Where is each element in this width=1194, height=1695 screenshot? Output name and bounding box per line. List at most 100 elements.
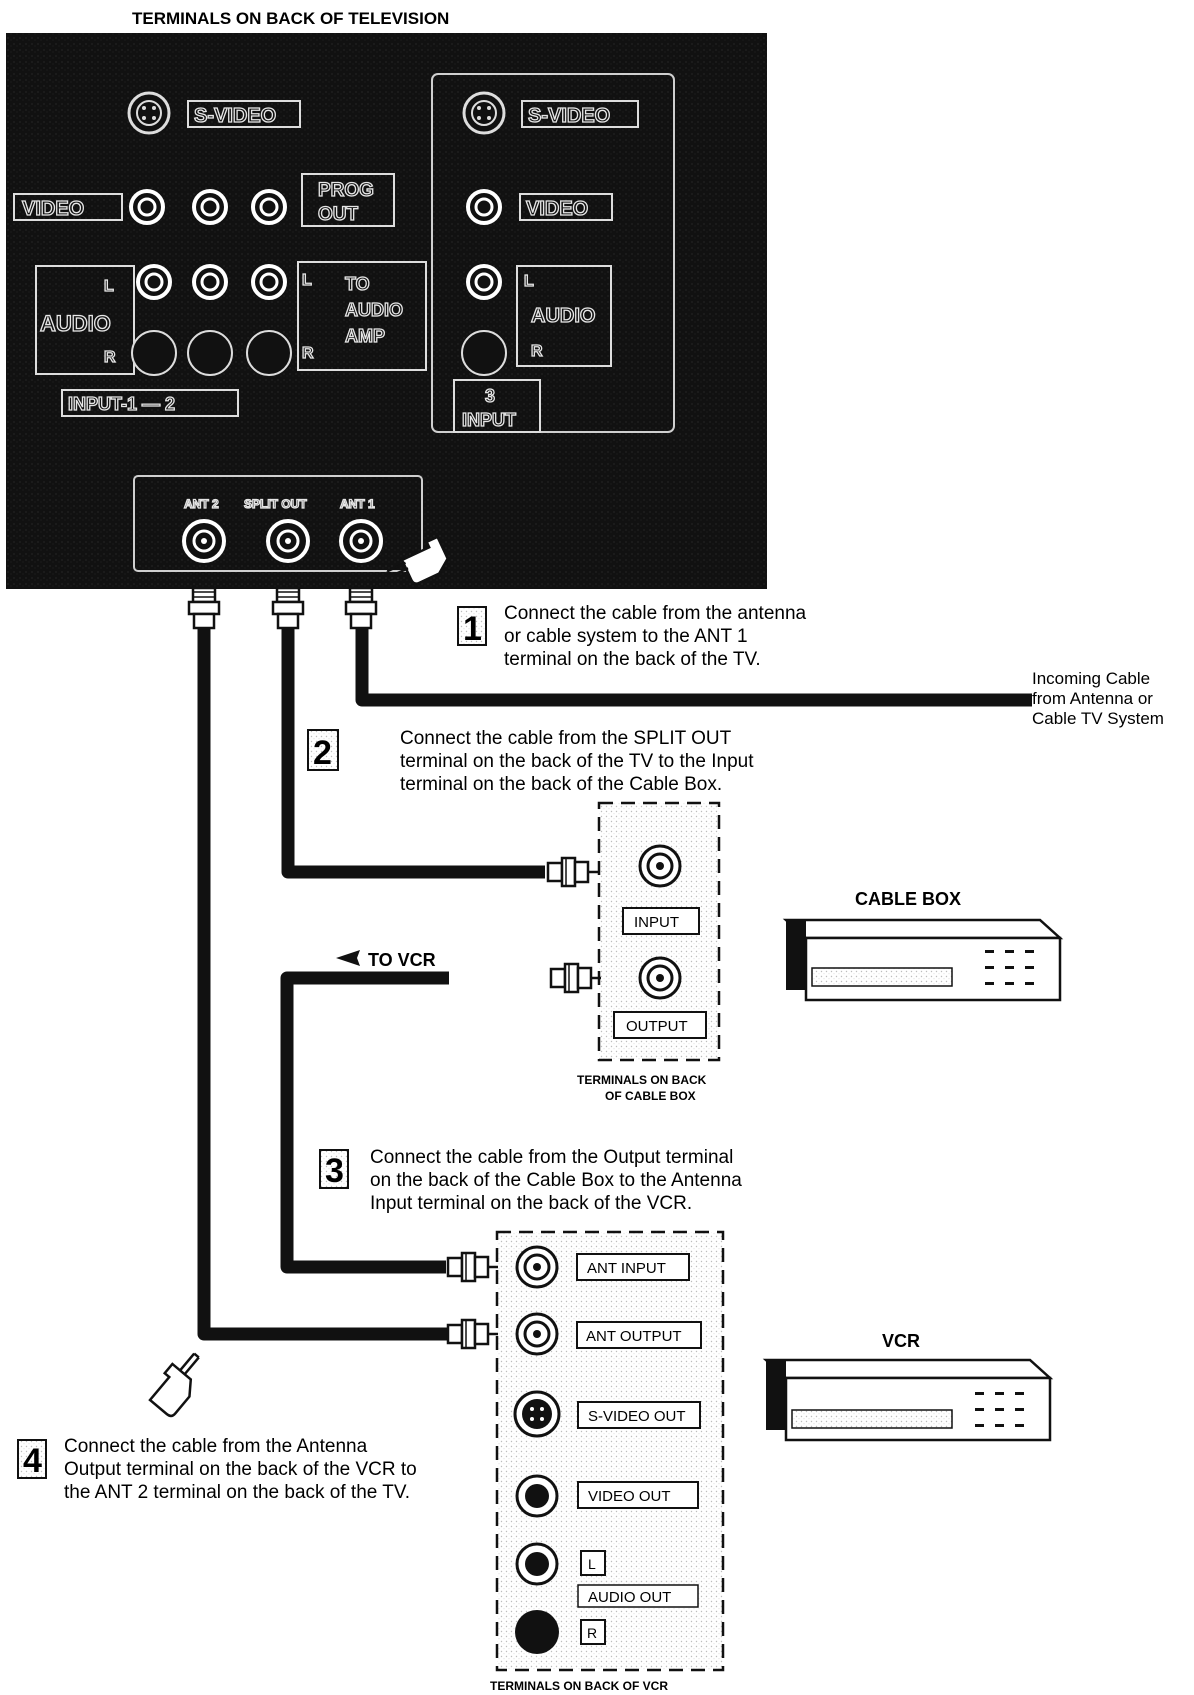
step-1-number: 1: [463, 610, 482, 648]
vcr-terminal-panel: ANT INPUT ANT OUTPUT S-VIDEO OUT VIDEO O…: [495, 1230, 725, 1672]
split-out-label: SPLIT OUT: [244, 497, 307, 511]
incoming-line-3: Cable TV System: [1032, 709, 1164, 728]
vcr-audio-r-jack[interactable]: [515, 1610, 559, 1654]
cable-box-output-terminal[interactable]: [638, 956, 682, 1000]
svideo-right-jack[interactable]: [462, 91, 506, 135]
video-in3-jack[interactable]: [466, 189, 502, 225]
step-2-line-3: terminal on the back of the Cable Box.: [400, 774, 722, 795]
video-in1-jack[interactable]: [129, 189, 165, 225]
diagram-title: TERMINALS ON BACK OF TELEVISION: [132, 9, 449, 28]
split-out-connector: [271, 586, 305, 630]
step-2-line-2: terminal on the back of the TV to the In…: [400, 751, 754, 772]
prog-out-video-jack[interactable]: [251, 189, 287, 225]
vcr-caption: TERMINALS ON BACK OF VCR: [490, 1679, 668, 1693]
cable-box-output-connector: [549, 962, 603, 994]
step-4-line-3: the ANT 2 terminal on the back of the TV…: [64, 1482, 410, 1503]
split-out-terminal[interactable]: [266, 519, 310, 563]
to-vcr-label: TO VCR: [336, 950, 436, 970]
prog-out-label-1: PROG: [318, 180, 374, 201]
step-3-number: 3: [325, 1152, 344, 1190]
cable-box-caption-2: OF CABLE BOX: [605, 1089, 696, 1103]
vcr-audio-l-label: L: [588, 1556, 596, 1572]
vcr-ant-output-label: ANT OUTPUT: [586, 1328, 682, 1345]
audio-r-in1-jack[interactable]: [131, 330, 177, 376]
ant1-terminal[interactable]: [339, 519, 383, 563]
vcr-video-out-jack[interactable]: [515, 1474, 559, 1518]
incoming-cable: [355, 626, 1032, 707]
cable-box-input-label: INPUT: [634, 914, 679, 931]
vcr-ant-output-terminal[interactable]: [515, 1312, 559, 1356]
step-4-line-2: Output terminal on the back of the VCR t…: [64, 1459, 417, 1480]
step-3-line-2: on the back of the Cable Box to the Ante…: [370, 1170, 742, 1191]
audio-r-in3-jack[interactable]: [461, 330, 507, 376]
vcr-device: VCR: [762, 1331, 1054, 1442]
vcr-audio-out-label: AUDIO OUT: [588, 1589, 671, 1606]
svideo-right-label: S-VIDEO: [528, 105, 610, 127]
vcr-svideo-out-label: S-VIDEO OUT: [588, 1408, 686, 1425]
vcr-svideo-out-jack[interactable]: [513, 1390, 561, 1438]
step-3-line-3: Input terminal on the back of the VCR.: [370, 1193, 692, 1214]
to-vcr-text: TO VCR: [368, 950, 436, 970]
audio-amp-r: R: [302, 345, 314, 362]
cable-box-output-label: OUTPUT: [626, 1018, 688, 1035]
to-audio-amp-2: AUDIO: [345, 300, 403, 320]
audio-r-in2-jack[interactable]: [187, 330, 233, 376]
step-3-line-1: Connect the cable from the Output termin…: [370, 1147, 733, 1168]
cable-box-title: CABLE BOX: [855, 889, 961, 909]
input-3-label: INPUT: [462, 410, 516, 430]
svideo-left-label: S-VIDEO: [194, 105, 276, 127]
step-2: 2 Connect the cable from the SPLIT OUT t…: [307, 728, 754, 795]
split-out-cable: [281, 626, 545, 879]
vcr-title: VCR: [882, 1331, 920, 1351]
audio-amp-l: L: [302, 272, 312, 289]
cable-box-input-terminal[interactable]: [638, 844, 682, 888]
input-3-num: 3: [485, 386, 495, 406]
step-1-line-3: terminal on the back of the TV.: [504, 649, 761, 670]
tv-back-panel: S-VIDEO S-VIDEO VIDEO PROG OUT VIDEO AUD…: [6, 33, 767, 589]
audio-left-r: R: [104, 349, 116, 366]
vcr-ant-input-label: ANT INPUT: [587, 1260, 666, 1277]
audio-right-label: AUDIO: [531, 305, 595, 327]
vcr-audio-r-label: R: [587, 1625, 597, 1641]
vcr-to-ant2-cable: [197, 626, 447, 1341]
svideo-left-jack[interactable]: [127, 91, 171, 135]
vcr-ant-input-terminal[interactable]: [515, 1245, 559, 1289]
vcr-video-out-label: VIDEO OUT: [588, 1488, 671, 1505]
incoming-line-2: from Antenna or: [1032, 689, 1153, 708]
ant1-connector: [344, 586, 378, 630]
to-audio-amp-3: AMP: [345, 326, 385, 346]
step-4-line-1: Connect the cable from the Antenna: [64, 1436, 368, 1457]
step-4-number: 4: [23, 1442, 42, 1480]
video-right-label: VIDEO: [526, 198, 588, 220]
pointing-hand-icon: [386, 535, 450, 585]
audio-left-l: L: [104, 278, 114, 295]
audio-r-progout-jack[interactable]: [246, 330, 292, 376]
audio-l-in3-jack[interactable]: [466, 264, 502, 300]
vcr-ant-output-connector: [446, 1318, 500, 1350]
step-3: 3 Connect the cable from the Output term…: [319, 1147, 742, 1214]
pointing-hand-icon-2: [148, 1352, 200, 1418]
audio-right-r: R: [531, 343, 543, 360]
prog-out-label-2: OUT: [318, 204, 359, 225]
audio-left-label: AUDIO: [40, 311, 111, 336]
cables: [197, 626, 1032, 1341]
input-1-2-label: INPUT-1 — 2: [68, 394, 175, 414]
video-left-label: VIDEO: [22, 198, 84, 220]
vcr-audio-l-jack[interactable]: [515, 1542, 559, 1586]
cable-box-device: CABLE BOX: [782, 889, 1064, 1002]
cable-box-terminal-panel: INPUT OUTPUT: [597, 801, 721, 1062]
step-4: 4 Connect the cable from the Antenna Out…: [17, 1436, 417, 1503]
step-2-number: 2: [313, 734, 332, 772]
step-1: 1 Connect the cable from the antenna or …: [457, 603, 807, 670]
ant2-connector: [187, 586, 221, 630]
ant2-terminal[interactable]: [182, 519, 226, 563]
audio-l-progout-jack[interactable]: [251, 264, 287, 300]
incoming-cable-label: Incoming Cable from Antenna or Cable TV …: [1032, 669, 1164, 728]
audio-l-in2-jack[interactable]: [192, 264, 228, 300]
step-1-line-1: Connect the cable from the antenna: [504, 603, 807, 624]
audio-right-l: L: [524, 273, 534, 290]
video-in2-jack[interactable]: [192, 189, 228, 225]
step-1-line-2: or cable system to the ANT 1: [504, 626, 748, 647]
audio-l-in1-jack[interactable]: [136, 264, 172, 300]
